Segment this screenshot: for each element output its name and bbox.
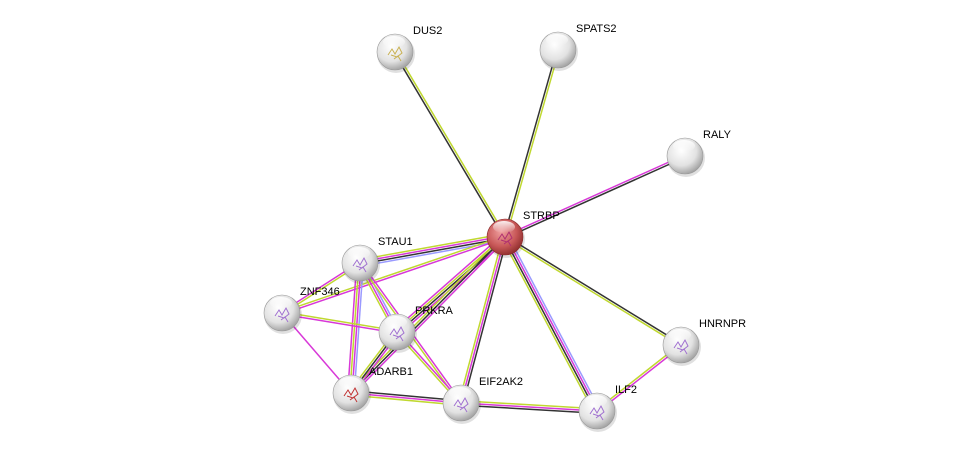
edge-evidence-coexp — [350, 236, 506, 394]
edge-evidence-exp — [350, 392, 462, 404]
edge-strbp-raly[interactable] — [504, 154, 686, 239]
node-znf346[interactable]: ZNF346 — [263, 286, 340, 334]
edge-evidence-text — [349, 262, 360, 393]
edge-evidence-text — [505, 50, 560, 238]
edge-evidence-db — [507, 235, 601, 410]
node-highlight — [270, 297, 292, 309]
edge-evidence-text — [395, 51, 507, 237]
node-label: SPATS2 — [576, 23, 617, 35]
edge-evidence-exp — [346, 262, 358, 393]
edge-evidence-coexp — [360, 237, 506, 265]
node-highlight — [546, 34, 568, 46]
edge-evidence-exp — [504, 154, 685, 237]
node-label: ADARB1 — [369, 366, 413, 378]
edge-strbp-znf346[interactable] — [281, 235, 506, 315]
node-spats2[interactable]: SPATS2 — [539, 23, 617, 71]
edge-evidence-text — [461, 400, 598, 410]
edge-evidence-exp — [282, 237, 506, 315]
edge-strbp-hnrnpr[interactable] — [504, 235, 682, 347]
edge-evidence-coexp — [505, 156, 686, 239]
edge-evidence-coexp — [460, 404, 597, 414]
edge-evidence-exp — [460, 402, 598, 412]
node-label: DUS2 — [413, 25, 442, 37]
node-label: STAU1 — [378, 236, 413, 248]
node-label: STRBP — [523, 210, 560, 222]
node-highlight — [669, 329, 691, 341]
edge-evidence-exp — [505, 236, 599, 411]
edge-evidence-exp — [351, 263, 362, 394]
node-highlight — [673, 140, 695, 152]
edge-stau1-adarb1[interactable] — [346, 262, 365, 394]
edge-evidence-coexp — [503, 237, 597, 412]
node-raly[interactable]: RALY — [666, 129, 732, 177]
edge-strbp-ilf2[interactable] — [501, 235, 601, 413]
node-label: HNRNPR — [699, 318, 746, 330]
edge-strbp-spats2[interactable] — [503, 49, 560, 238]
node-highlight — [449, 387, 471, 399]
node-strbp[interactable]: STRBP — [486, 210, 560, 258]
edge-evidence-text — [281, 235, 505, 313]
node-stau1[interactable]: STAU1 — [341, 236, 413, 284]
edge-eif2ak2-ilf2[interactable] — [460, 400, 598, 414]
node-label: ILF2 — [615, 384, 637, 396]
edge-evidence-coexp — [462, 237, 508, 404]
node-label: PRKRA — [415, 305, 454, 317]
edge-evidence-db — [353, 263, 365, 394]
node-highlight — [348, 247, 370, 259]
node-highlight — [385, 316, 407, 328]
node-ilf2[interactable]: ILF2 — [578, 384, 637, 432]
edge-evidence-exp — [281, 313, 397, 334]
edge-evidence-text — [350, 394, 461, 406]
node-eif2ak2[interactable]: EIF2AK2 — [442, 376, 523, 424]
node-highlight — [493, 221, 515, 233]
edge-strbp-eif2ak2[interactable] — [458, 236, 508, 404]
edge-evidence-exp — [460, 236, 506, 404]
edge-evidence-coexp — [503, 49, 558, 237]
node-adarb1[interactable]: ADARB1 — [332, 366, 413, 414]
edge-znf346-prkra[interactable] — [281, 311, 398, 334]
node-highlight — [383, 36, 405, 48]
node-dus2[interactable]: DUS2 — [376, 25, 442, 73]
edge-adarb1-eif2ak2[interactable] — [350, 390, 462, 406]
node-label: ZNF346 — [300, 286, 340, 298]
edge-evidence-exp — [394, 233, 504, 331]
edge-evidence-exp — [359, 235, 505, 263]
node-hnrnpr[interactable]: HNRNPR — [662, 318, 746, 366]
node-label: RALY — [703, 129, 732, 141]
edges-layer — [281, 49, 686, 414]
edge-strbp-dus2[interactable] — [393, 51, 507, 238]
edge-evidence-text — [282, 311, 398, 332]
edge-evidence-text — [501, 238, 595, 413]
node-highlight — [585, 395, 607, 407]
edge-evidence-text — [458, 236, 504, 403]
node-prkra[interactable]: PRKRA — [378, 305, 454, 353]
edge-evidence-coexp — [505, 235, 682, 345]
edge-evidence-coexp — [351, 390, 462, 402]
node-label: EIF2AK2 — [479, 376, 523, 388]
edge-evidence-coexp — [393, 52, 505, 238]
edge-evidence-text — [504, 237, 681, 347]
node-highlight — [339, 377, 361, 389]
edge-evidence-text — [359, 233, 505, 261]
edge-evidence-exp — [352, 238, 508, 396]
